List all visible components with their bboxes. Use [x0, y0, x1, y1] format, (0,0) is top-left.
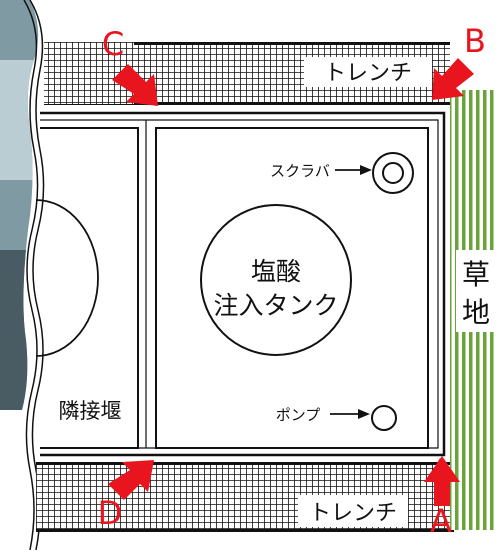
- pump-icon: [371, 405, 397, 431]
- pump-label: ポンプ: [276, 406, 321, 424]
- arrow-d: [108, 460, 154, 500]
- grass-label-line2: 地: [462, 296, 490, 329]
- trench-bottom-label-bg: [298, 495, 408, 527]
- point-c-label: C: [102, 25, 124, 63]
- photo-sliver: [0, 0, 39, 410]
- adjacent-weir-label: 隣接堰: [59, 399, 122, 423]
- arrow-a: [424, 456, 460, 506]
- point-b-label: B: [464, 22, 486, 60]
- tank-label-line2: 注入タンク: [213, 291, 338, 320]
- arrow-b: [432, 58, 474, 100]
- scrubber-pointer: [335, 165, 372, 175]
- arrow-c: [112, 64, 158, 106]
- hcl-tank: [200, 204, 352, 356]
- grass-label-bg: [456, 250, 496, 332]
- pump-pointer: [330, 409, 370, 419]
- trench-bottom-label: トレンチ: [309, 501, 397, 526]
- trench-top-label-bg: [304, 57, 432, 87]
- scrubber-icon: [372, 152, 414, 194]
- adjacent-weir: [35, 120, 147, 449]
- trench-top-label: トレンチ: [324, 61, 412, 86]
- tank-label-line1: 塩酸: [251, 257, 301, 286]
- scrubber-label: スクラバ: [270, 162, 330, 180]
- grass-label-line1: 草: [462, 258, 490, 291]
- wavy-cut-edge: [29, 0, 45, 551]
- point-a-label: A: [430, 502, 452, 540]
- point-d-label: D: [98, 494, 123, 532]
